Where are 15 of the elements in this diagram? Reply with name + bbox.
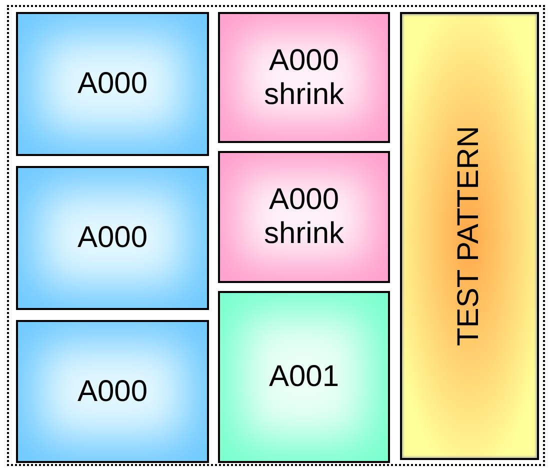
gradient-box bbox=[16, 12, 209, 156]
dotted-frame bbox=[7, 5, 545, 466]
node-label: TEST PATTERN bbox=[452, 126, 486, 346]
node-label: A000 shrink bbox=[262, 183, 346, 251]
node-label: A000 bbox=[77, 221, 148, 255]
gradient-box bbox=[16, 320, 209, 463]
gradient-box bbox=[218, 291, 390, 463]
gradient-box bbox=[218, 12, 390, 143]
gradient-box bbox=[16, 166, 209, 310]
gradient-box bbox=[400, 12, 539, 460]
gradient-box bbox=[218, 151, 390, 283]
node-label: A000 bbox=[77, 374, 148, 408]
node-label: A000 bbox=[77, 67, 148, 101]
node-label: A000 shrink bbox=[262, 44, 346, 112]
node-label: A001 bbox=[268, 360, 340, 394]
